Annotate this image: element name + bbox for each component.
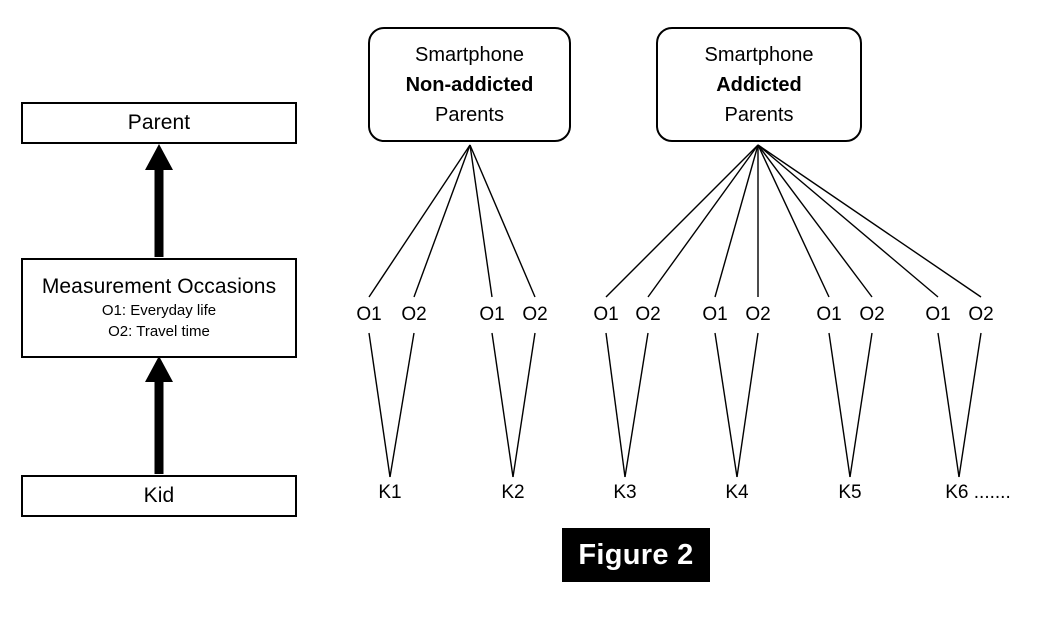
kid-node-k-4: K4 bbox=[725, 482, 749, 503]
occasion-node-o-11: O1 bbox=[925, 304, 951, 325]
group-box-non-addicted: Smartphone Non-addicted Parents bbox=[368, 27, 571, 142]
occasion-node-o-3: O1 bbox=[479, 304, 505, 325]
measurement-sublabel-o1: O1: Everyday life bbox=[101, 302, 217, 319]
level-box-kid: Kid bbox=[21, 475, 297, 517]
group-box-addicted: Smartphone Addicted Parents bbox=[656, 27, 862, 142]
fan-addicted bbox=[605, 144, 982, 298]
group-line-non-addicted: Non-addicted bbox=[405, 73, 534, 96]
occasion-node-o-7: O1 bbox=[702, 304, 728, 325]
fan-non-addicted bbox=[368, 144, 536, 298]
arrow-measurement-to-parent bbox=[145, 144, 173, 257]
occasion-node-o-2: O2 bbox=[401, 304, 427, 325]
level-box-parent: Parent bbox=[21, 102, 297, 144]
occasion-node-o-6: O2 bbox=[635, 304, 661, 325]
measurement-sublabel-o2: O2: Travel time bbox=[108, 323, 210, 340]
arrow-kid-to-measurement bbox=[145, 356, 173, 474]
level-label-kid: Kid bbox=[143, 484, 175, 507]
group-line-addicted: Addicted bbox=[716, 73, 802, 96]
kid-node-k-5: K5 bbox=[838, 482, 862, 503]
group-line-parents-addicted: Parents bbox=[724, 103, 794, 126]
group-line-smartphone-non-addicted: Smartphone bbox=[415, 43, 524, 66]
kid-node-k-1: K1 bbox=[378, 482, 402, 503]
occasion-node-o-10: O2 bbox=[859, 304, 885, 325]
occasion-node-o-4: O2 bbox=[522, 304, 548, 325]
occasion-node-o-1: O1 bbox=[356, 304, 382, 325]
kid-node-k-6: K6 ....... bbox=[945, 482, 1011, 503]
occasion-node-o-8: O2 bbox=[745, 304, 771, 325]
figure-caption: Figure 2 bbox=[562, 528, 710, 582]
group-line-parents-non-addicted: Parents bbox=[435, 103, 504, 126]
occasion-node-o-12: O2 bbox=[968, 304, 994, 325]
occasion-node-o-5: O1 bbox=[593, 304, 619, 325]
kid-node-k-2: K2 bbox=[501, 482, 525, 503]
level-label-measurement-occasions: Measurement Occasions bbox=[41, 275, 277, 298]
v-connectors-kids bbox=[368, 332, 982, 478]
level-box-measurement-occasions: Measurement Occasions O1: Everyday life … bbox=[21, 258, 297, 358]
occasion-node-o-9: O1 bbox=[816, 304, 842, 325]
level-label-parent: Parent bbox=[127, 111, 191, 134]
group-line-smartphone-addicted: Smartphone bbox=[704, 43, 814, 66]
kid-node-k-3: K3 bbox=[613, 482, 637, 503]
